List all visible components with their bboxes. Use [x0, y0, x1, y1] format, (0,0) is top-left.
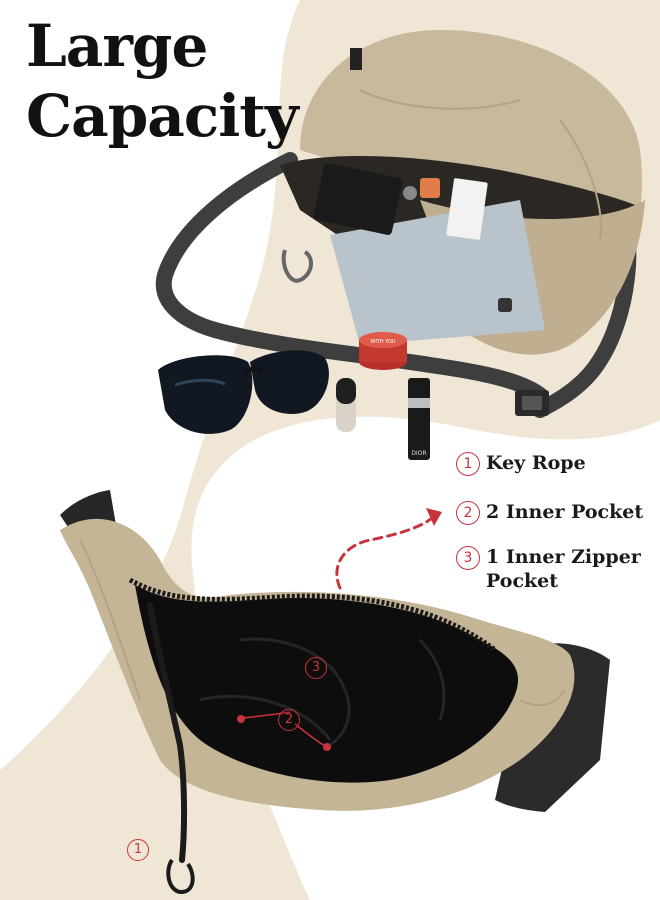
- key-rope-clip: [166, 858, 195, 894]
- zipper-pocket-marker: 3: [305, 657, 327, 679]
- lip-balm: WITH YOU: [359, 332, 407, 370]
- key-rope: [147, 602, 188, 863]
- feature-label: 2 Inner Pocket: [486, 501, 644, 523]
- perfume-tube: [336, 378, 356, 432]
- wallet: [313, 163, 403, 235]
- sunglasses: [158, 350, 329, 434]
- lip-balm-label: WITH YOU: [370, 339, 396, 345]
- bottom-bag-zipper: [128, 577, 497, 652]
- tablet: [330, 200, 545, 345]
- lipstick: DIOR: [408, 378, 430, 460]
- feature-zipper-pocket: 3 1 Inner Zipper Pocket: [456, 545, 660, 593]
- top-bag: [155, 30, 645, 418]
- feature-number-badge: 2: [456, 501, 480, 525]
- page-title-line-1: Large: [26, 12, 208, 80]
- feature-number-badge: 1: [456, 452, 480, 476]
- bottom-bag-interior: [135, 585, 519, 783]
- lipstick-label: DIOR: [411, 450, 426, 457]
- callout-arrow: [335, 516, 434, 590]
- callout-arrowhead: [426, 508, 442, 526]
- feature-inner-pocket: 2 2 Inner Pocket: [456, 500, 660, 525]
- feature-label: Key Rope: [486, 452, 586, 474]
- page-title-line-2: Capacity: [26, 82, 299, 150]
- feature-key-rope: 1 Key Rope: [456, 451, 660, 476]
- inner-pocket-marker: 2: [278, 709, 300, 731]
- top-bag-strap: [155, 152, 548, 403]
- feature-number-badge: 3: [456, 546, 480, 570]
- feature-label: 1 Inner Zipper Pocket: [486, 546, 641, 592]
- top-clip: [281, 249, 313, 283]
- key-rope-marker: 1: [127, 839, 149, 861]
